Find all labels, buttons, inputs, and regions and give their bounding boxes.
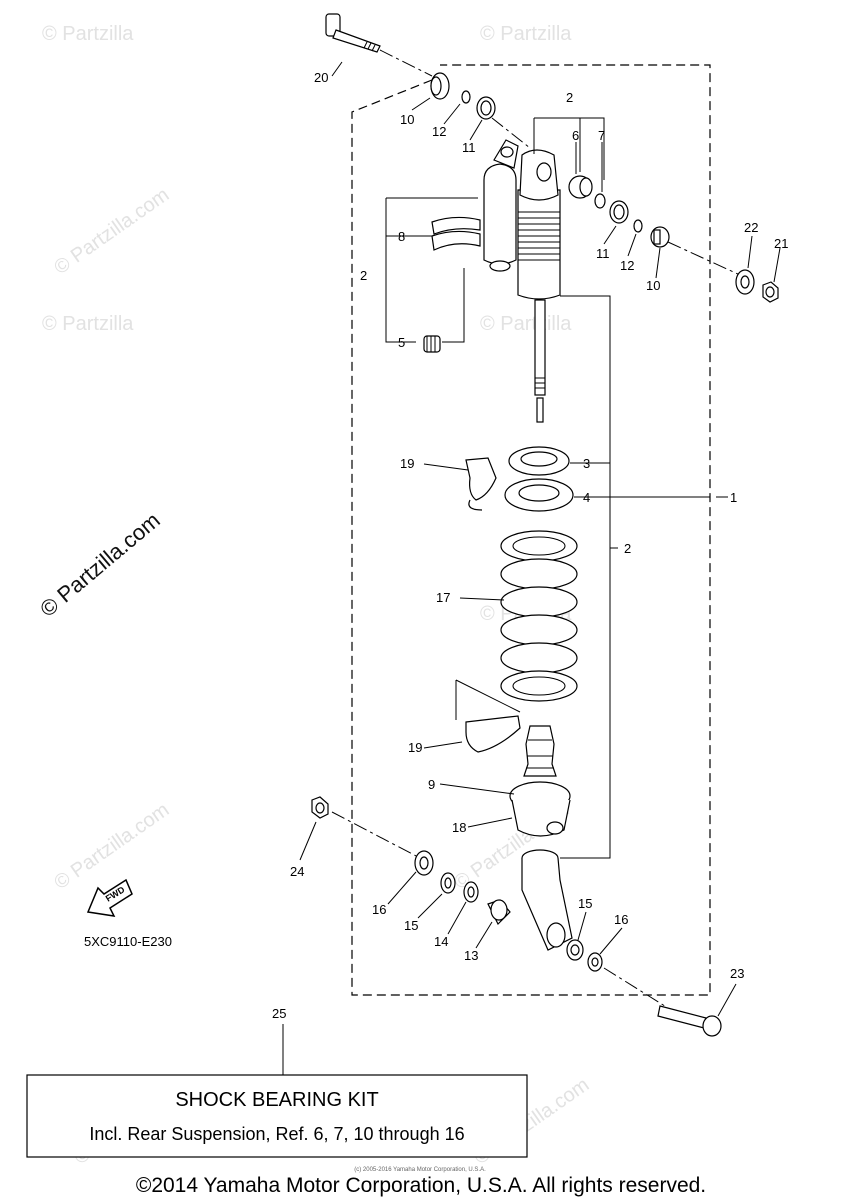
fwd-arrow-icon: FWD [86, 878, 133, 917]
callout-17: 17 [436, 590, 450, 605]
bolt-top [325, 13, 381, 53]
bearing-top-left [476, 96, 496, 120]
callout-11: 11 [462, 140, 476, 155]
small-print: (c) 2005-2016 Yamaha Motor Corporation, … [354, 1167, 486, 1173]
o-ring-top-left [461, 90, 471, 104]
clevis-lower [521, 849, 573, 951]
callout-1: 1 [730, 490, 737, 505]
callout-25: 25 [272, 1006, 286, 1021]
callout-19: 19 [408, 740, 422, 755]
band-8-lower [431, 230, 481, 251]
callout-15: 15 [404, 918, 418, 933]
watermark: © Partzilla.com [50, 184, 173, 279]
watermark: © Partzilla [480, 23, 572, 45]
watermark-dark: © Partzilla.com [35, 507, 165, 621]
callout-7: 7 [598, 128, 605, 143]
callout-2: 2 [360, 268, 367, 283]
callout-19: 19 [400, 456, 414, 471]
watermark: © Partzilla [42, 23, 134, 45]
group-bracket [385, 197, 478, 343]
collar-15-left [440, 872, 456, 894]
group-bracket-top [533, 117, 605, 180]
watermark: © Partzilla.com [50, 799, 173, 894]
callout-12: 12 [432, 124, 446, 139]
bump-rubber-9 [523, 725, 557, 777]
collar-6 [568, 175, 593, 199]
callout-10: 10 [646, 278, 660, 293]
nut-21 [762, 281, 779, 303]
axis-line [491, 117, 531, 149]
callout-8: 8 [398, 229, 405, 244]
copyright-notice: ©2014 Yamaha Motor Corporation, U.S.A. A… [136, 1174, 706, 1197]
bracket-ticks [570, 462, 710, 549]
callout-24: 24 [290, 864, 304, 879]
shock-absorber-body [483, 139, 561, 423]
callout-20: 20 [314, 70, 328, 85]
assembly-outline [351, 64, 711, 996]
callout-6: 6 [572, 128, 579, 143]
washer-16-right [587, 952, 603, 972]
callout-2: 2 [624, 541, 631, 556]
callout-labels: 20 10 12 11 2 6 7 11 12 10 22 21 8 2 5 1… [272, 70, 788, 1021]
axis-line [667, 241, 741, 276]
watermark: © Partzilla [42, 313, 134, 335]
callout-2: 2 [566, 90, 573, 105]
nut-24 [311, 796, 329, 819]
callout-15: 15 [578, 896, 592, 911]
collar-right [650, 226, 670, 248]
bolt-axis-line [379, 49, 433, 77]
cup-18 [509, 781, 571, 837]
callout-13: 13 [464, 948, 478, 963]
kit-title: SHOCK BEARING KIT [175, 1089, 378, 1111]
watermark: © Partzilla [480, 313, 572, 335]
bolt-23 [657, 1005, 722, 1037]
locknut-3 [508, 446, 570, 476]
washer-16-left [414, 850, 434, 876]
leader-lines [299, 61, 781, 1017]
callout-14: 14 [434, 934, 448, 949]
washer-22 [735, 269, 755, 295]
callout-12: 12 [620, 258, 634, 273]
adjuster-nut-4 [504, 478, 574, 512]
callout-3: 3 [583, 456, 590, 471]
callout-10: 10 [400, 112, 414, 127]
seal-14 [463, 881, 479, 903]
band-8 [431, 216, 481, 235]
callout-16: 16 [614, 912, 628, 927]
callout-11: 11 [596, 246, 610, 261]
callout-22: 22 [744, 220, 758, 235]
coil-spring-17 [500, 530, 578, 702]
group-bracket-2 [560, 295, 611, 859]
spring-guide-top [465, 457, 497, 511]
adjuster-5 [423, 335, 441, 353]
seal-7 [594, 193, 606, 209]
diagram-code: 5XC9110-E230 [84, 934, 172, 949]
callout-4: 4 [583, 490, 590, 505]
kit-subtitle: Incl. Rear Suspension, Ref. 6, 7, 10 thr… [89, 1124, 464, 1144]
axis-line [603, 967, 669, 1009]
callout-16: 16 [372, 902, 386, 917]
collar-15-right [566, 939, 584, 961]
callout-23: 23 [730, 966, 744, 981]
shock-bearing-kit-box: SHOCK BEARING KIT Incl. Rear Suspension,… [26, 1074, 528, 1158]
callout-5: 5 [398, 335, 405, 350]
bearing-right [609, 200, 629, 224]
callout-21: 21 [774, 236, 788, 251]
callout-18: 18 [452, 820, 466, 835]
o-ring-right [633, 219, 643, 233]
collar-top-left [430, 72, 450, 100]
spring-guide-lower [455, 679, 521, 753]
bearing-13 [487, 899, 511, 926]
callout-9: 9 [428, 777, 435, 792]
axis-line [331, 811, 421, 859]
